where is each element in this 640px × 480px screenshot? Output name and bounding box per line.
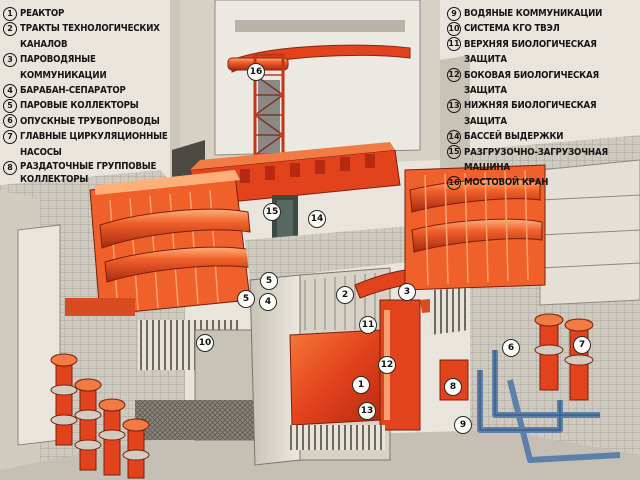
legend-label: ТРАКТЫ ТЕХНОЛОГИЧЕСКИХ КАНАЛОВ (20, 23, 160, 50)
legend-label: ВЕРХНЯЯ БИОЛОГИЧЕСКАЯ ЗАЩИТА (464, 38, 597, 66)
legend-label: РАЗГРУЗОЧНО-ЗАГРУЗОЧНАЯ МАШИНА (464, 146, 608, 174)
legend-label: РАЗДАТОЧНЫЕ ГРУППОВЫЕ КОЛЛЕКТОРЫ (20, 161, 157, 186)
legend-number: 12 (447, 68, 461, 83)
left-circulation-pumps (50, 353, 150, 479)
callout-marker: 3 (398, 283, 416, 301)
callout-marker: 7 (573, 336, 591, 354)
callout-marker: 2 (336, 286, 354, 304)
legend-number: 10 (447, 21, 461, 36)
legend-number: 9 (447, 6, 461, 21)
legend-number: 11 (447, 37, 461, 52)
callout-marker: 15 (263, 203, 281, 221)
callout-marker: 6 (502, 339, 520, 357)
legend-label: ПАРОВОДЯНЫЕ КОММУНИКАЦИИ (20, 54, 107, 81)
callout-marker: 14 (308, 210, 326, 228)
legend-number: 1 (3, 6, 17, 21)
legend-number: 13 (447, 98, 461, 113)
callout-marker: 12 (378, 356, 396, 374)
legend-label: БОКОВАЯ БИОЛОГИЧЕСКАЯ ЗАЩИТА (464, 69, 599, 97)
legend-number: 7 (3, 129, 17, 144)
legend-label: СИСТЕМА КГО ТВЭЛ (464, 23, 560, 35)
callout-marker: 1 (352, 376, 370, 394)
legend-number: 5 (3, 98, 17, 113)
callout-marker: 11 (359, 316, 377, 334)
legend-number: 15 (447, 145, 461, 160)
callout-marker: 16 (247, 63, 265, 81)
legend-number: 16 (447, 175, 461, 190)
callout-marker: 13 (358, 402, 376, 420)
callout-marker: 9 (454, 416, 472, 434)
legend-number: 2 (3, 21, 17, 36)
legend-number: 3 (3, 52, 17, 67)
legend-number: 6 (3, 114, 17, 129)
left-separator-hall (65, 170, 256, 441)
legend-label: ВОДЯНЫЕ КОММУНИКАЦИИ (464, 8, 603, 19)
legend-label: БАССЕЙ ВЫДЕРЖКИ (464, 131, 564, 143)
callout-marker: 5 (237, 290, 255, 308)
reactor-shaft (245, 225, 425, 466)
callout-marker: 8 (444, 378, 462, 396)
callout-marker: 4 (259, 293, 277, 311)
legend-label: ГЛАВНЫЕ ЦИРКУЛЯЦИОННЫЕ НАСОСЫ (20, 131, 168, 158)
legend-number: 4 (3, 83, 17, 98)
legend-label: ОПУСКНЫЕ ТРУБОПРОВОДЫ (20, 115, 160, 127)
legend-number: 8 (3, 160, 17, 175)
legend-label: НИЖНЯЯ БИОЛОГИЧЕСКАЯ ЗАЩИТА (464, 100, 597, 127)
legend-number: 14 (447, 129, 461, 144)
callout-marker: 10 (196, 334, 214, 352)
legend-label: ПАРОВЫЕ КОЛЛЕКТОРЫ (20, 100, 139, 112)
right-separator-hall (404, 164, 546, 401)
legend-label: РЕАКТОР (20, 8, 65, 19)
legend-label: МОСТОВОЙ КРАН (464, 177, 549, 189)
legend-label: БАРАБАН-СЕПАРАТОР (20, 85, 126, 97)
callout-marker: 5 (260, 272, 278, 290)
